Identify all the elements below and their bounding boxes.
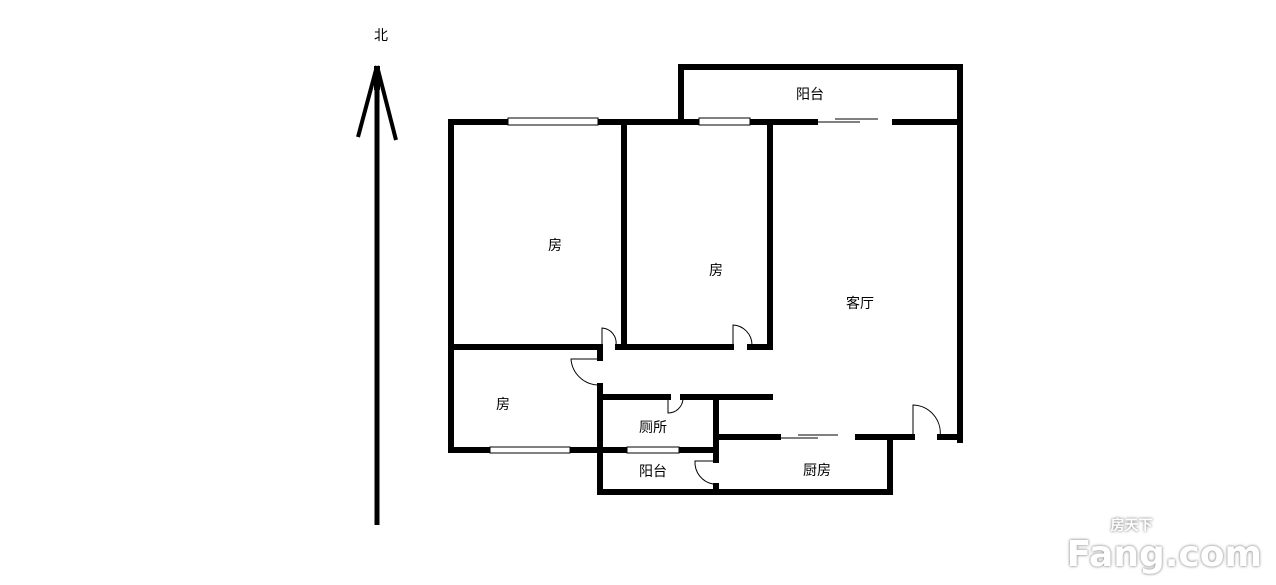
sliding-doors — [778, 118, 878, 439]
watermark-cn: 房天下 — [1110, 518, 1153, 534]
walls — [448, 64, 963, 495]
watermark-logo: 房天下 Fang.com — [1067, 517, 1262, 575]
north-label: 北 — [374, 28, 388, 44]
swing-doors — [570, 324, 941, 485]
room-label-bedroom-1: 房 — [548, 238, 562, 254]
room-label-kitchen: 厨房 — [803, 463, 831, 479]
windows — [489, 117, 751, 454]
room-label-balcony-south: 阳台 — [639, 464, 667, 480]
room-label-bedroom-2: 房 — [709, 263, 723, 279]
north-arrow: 北 — [356, 28, 398, 525]
room-label-living-room: 客厅 — [846, 295, 874, 312]
watermark-brand: Fang.com — [1066, 534, 1262, 575]
room-label-bathroom: 厕所 — [639, 420, 667, 436]
room-label-balcony-north: 阳台 — [796, 87, 824, 103]
room-label-bedroom-3: 房 — [496, 397, 510, 413]
